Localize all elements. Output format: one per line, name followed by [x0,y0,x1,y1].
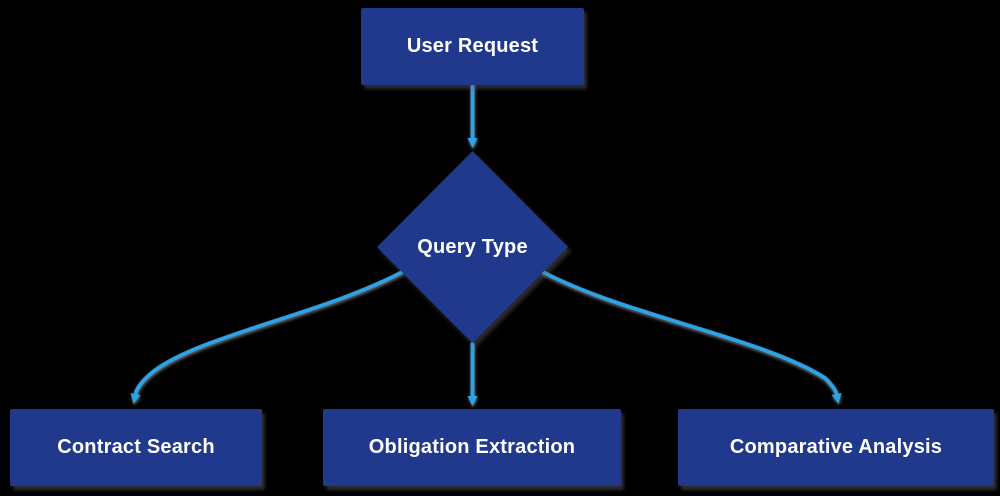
diamond-shape [377,151,568,343]
node-contract-search: Contract Search [10,409,262,486]
node-obligation-extraction: Obligation Extraction [323,409,621,486]
node-user-request-label: User Request [406,35,539,57]
node-query-type-label: Query Type [417,235,528,258]
diamond-shape-svg [377,151,568,343]
node-comparative-analysis: Comparative Analysis [678,409,994,486]
node-query-type: Query Type [377,151,568,343]
edge-query-type-to-comparative-analysis [541,270,842,404]
node-contract-search-label: Contract Search [57,436,215,458]
node-comparative-analysis-label: Comparative Analysis [729,436,943,458]
edge-query-type-to-contract-search [130,270,404,404]
node-user-request: User Request [361,8,584,85]
node-obligation-extraction-label: Obligation Extraction [368,436,576,458]
